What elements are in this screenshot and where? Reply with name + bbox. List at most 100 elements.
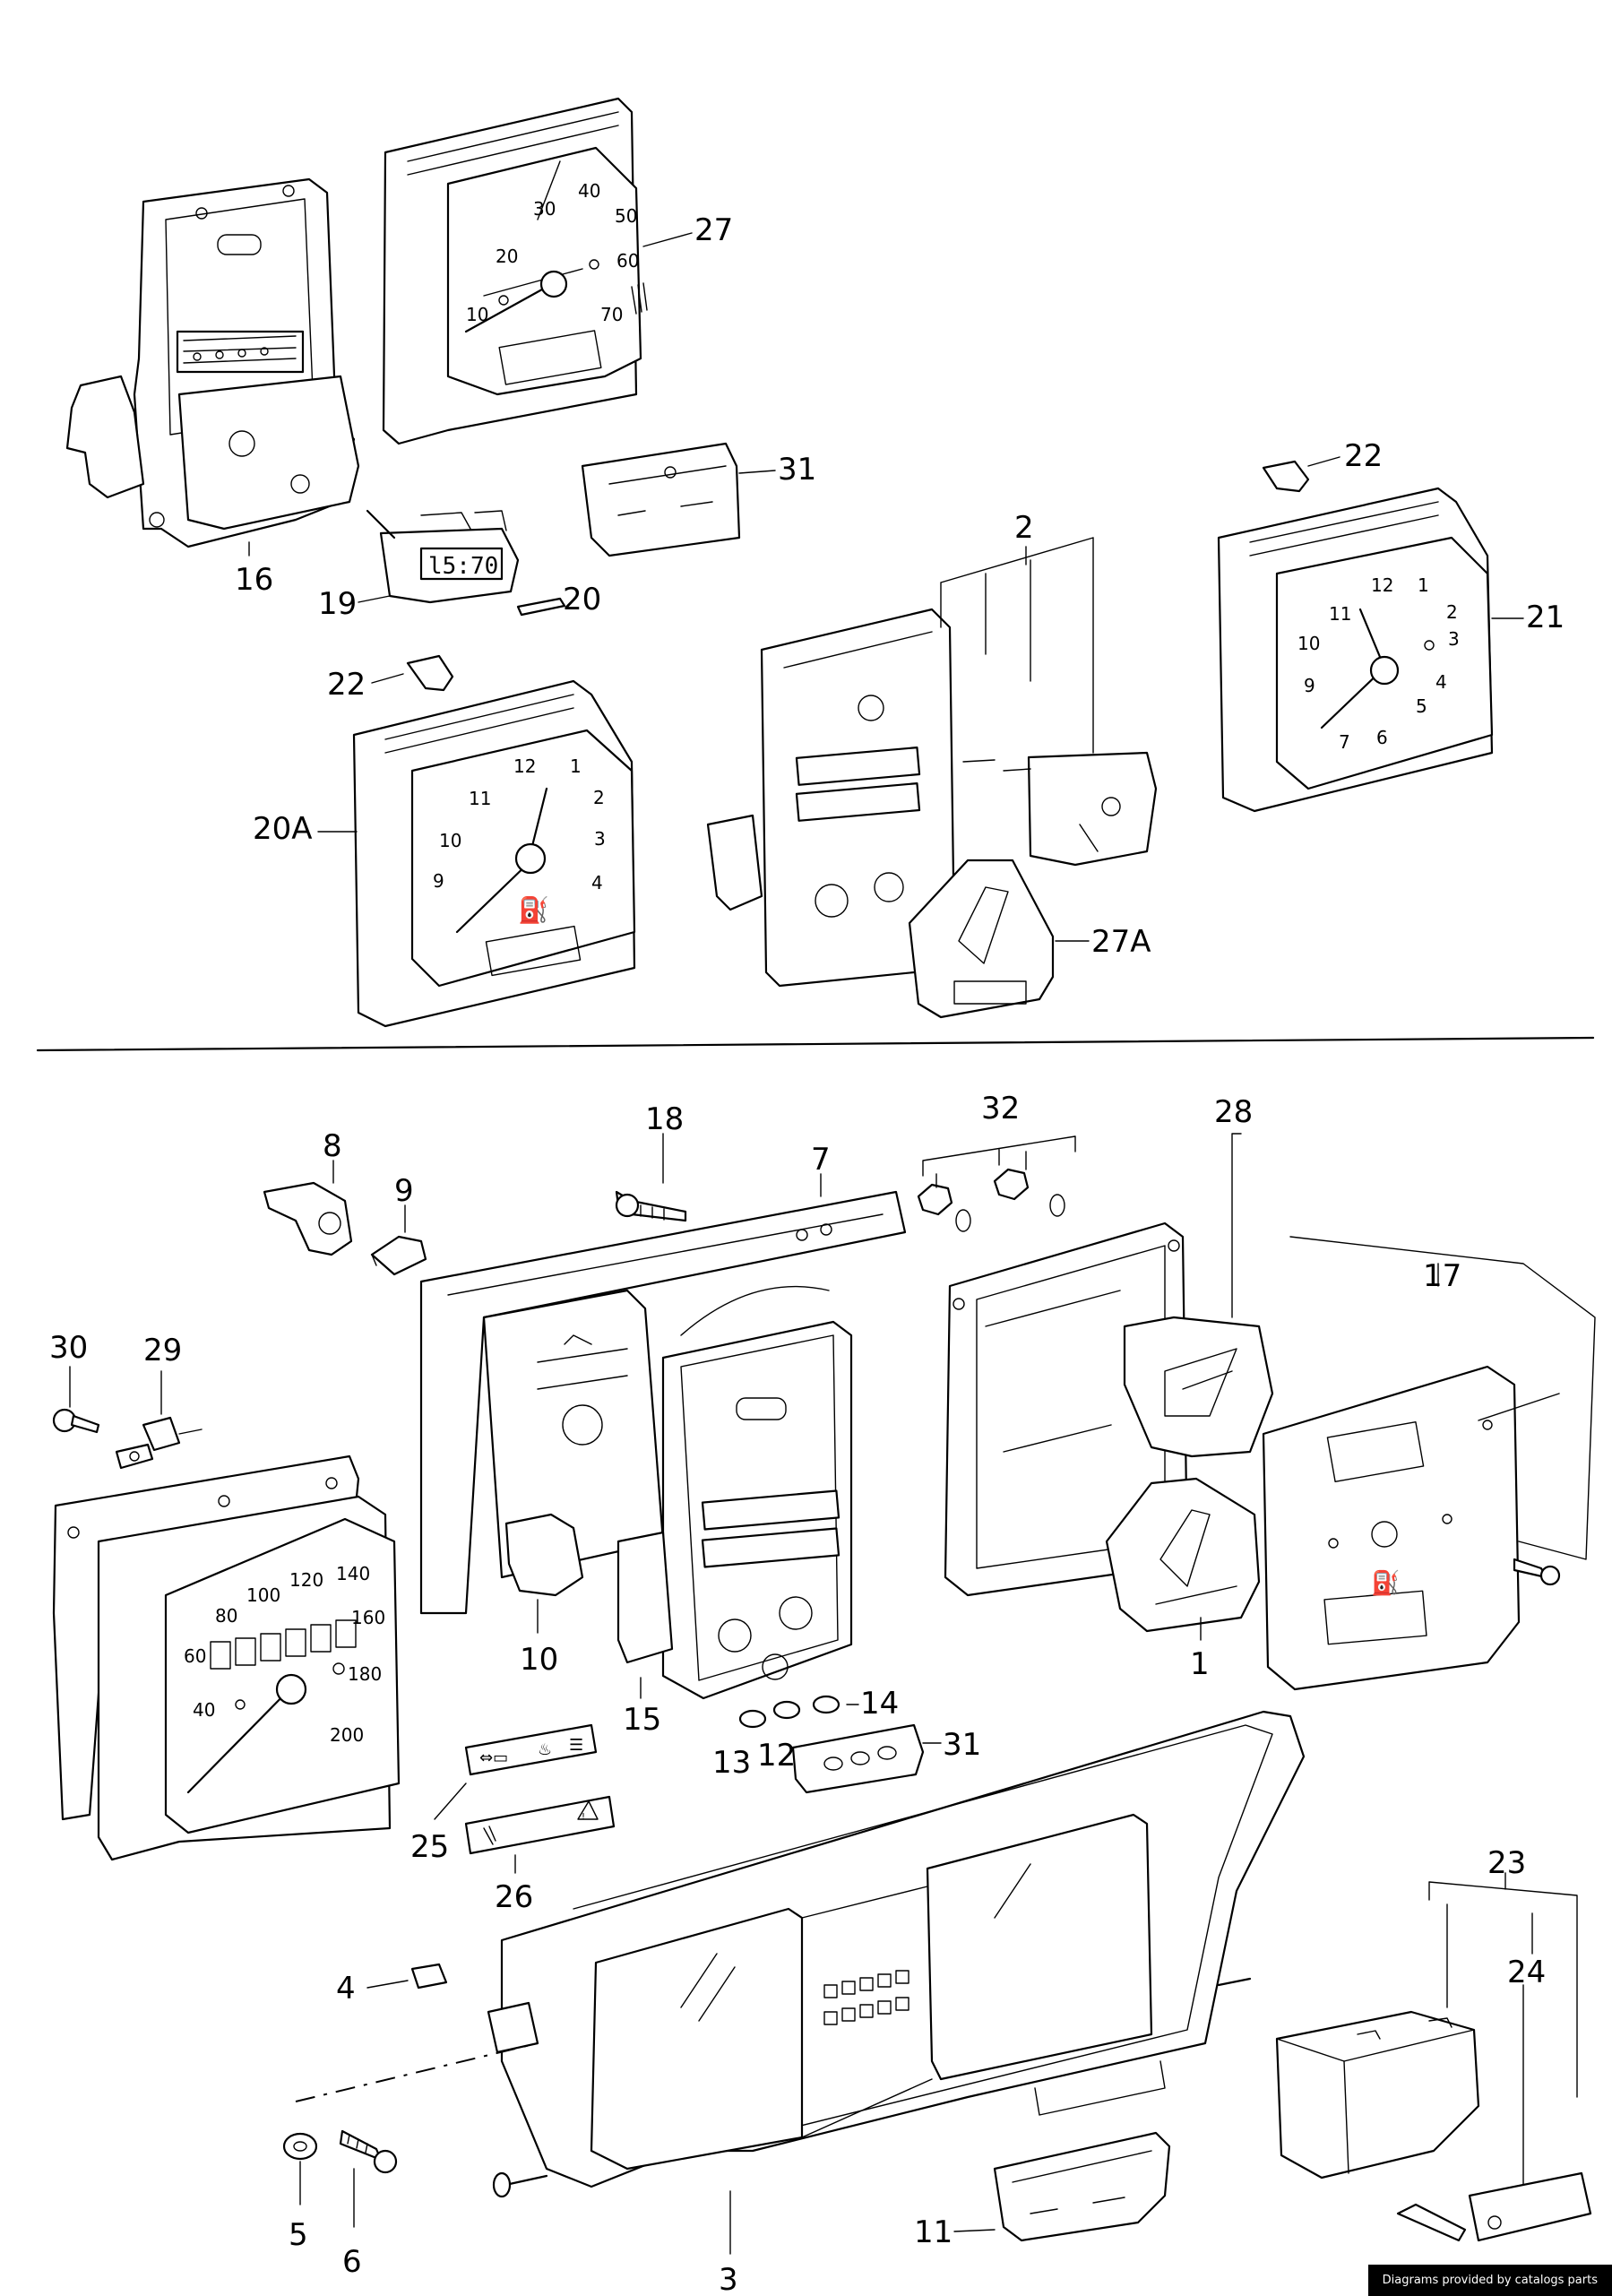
callout-2: 2: [1014, 510, 1034, 546]
callout-20a: 20A: [253, 811, 313, 847]
section-divider: [36, 1036, 1595, 1052]
callout-27a: 27A: [1091, 924, 1151, 960]
callout-31a: 31: [778, 452, 816, 488]
callout-6: 6: [342, 2244, 362, 2280]
part-3-cluster-housing[interactable]: [487, 1710, 1306, 2198]
instrument-housing-frame[interactable]: [944, 1221, 1189, 1597]
part-21-analog-clock[interactable]: [1217, 487, 1494, 813]
part-29-contact[interactable]: [115, 1416, 203, 1470]
part-23-tray[interactable]: [1275, 2010, 1480, 2179]
part-1-gauge[interactable]: [1105, 1477, 1261, 1633]
part-27a-gauge[interactable]: [908, 859, 1055, 1019]
clock20a-label-1: 1: [570, 755, 582, 777]
part-27-tachometer[interactable]: [382, 97, 648, 445]
callout-15: 15: [623, 1702, 661, 1738]
oil-can-icon: ♨: [538, 1740, 552, 1759]
part-4-clip[interactable]: [410, 1963, 448, 1990]
callout-13: 13: [712, 1745, 751, 1781]
part-20a-analog-clock[interactable]: ⛽: [352, 679, 636, 1028]
part-13-bulb[interactable]: [738, 1709, 767, 1729]
callout-24: 24: [1507, 1955, 1546, 1990]
part-25-symbol-strip[interactable]: ⇔▭ ♨ ☰: [464, 1723, 598, 1776]
part-22-clip-left[interactable]: [406, 654, 454, 692]
speedometer[interactable]: [52, 1454, 401, 1861]
part-17-cover-plate[interactable]: ⛽: [1262, 1365, 1521, 1691]
part-22-clip-right[interactable]: [1262, 460, 1310, 493]
callout-31b: 31: [943, 1727, 981, 1763]
part-32-nuts-washers[interactable]: [917, 1168, 1065, 1232]
part-24-release-tab[interactable]: [1396, 2203, 1467, 2242]
warning-light-row: [823, 1970, 909, 2025]
clock21-label-12: 12: [1371, 574, 1393, 596]
part-19-digital-clock[interactable]: l5:70: [366, 509, 520, 604]
part-12-bulb[interactable]: [772, 1700, 801, 1720]
speedo-label-140: 140: [336, 1563, 370, 1584]
part-10-connector[interactable]: [504, 1513, 584, 1597]
footer-credit: Diagrams provided by catalogs parts: [1367, 2265, 1612, 2296]
callout-23: 23: [1487, 1845, 1526, 1881]
clock21-label-5: 5: [1416, 695, 1427, 717]
callout-3: 3: [719, 2262, 738, 2296]
callout-21: 21: [1526, 600, 1565, 635]
part-28-gauge[interactable]: [1123, 1316, 1274, 1458]
speedo-label-180: 180: [348, 1663, 382, 1685]
part-8-bulb-holder[interactable]: [263, 1181, 353, 1256]
callout-10: 10: [520, 1642, 558, 1678]
clock20a-label-2: 2: [593, 787, 605, 808]
tacho-label-10: 10: [466, 304, 488, 325]
clock21-label-7: 7: [1339, 731, 1350, 753]
callout-8: 8: [323, 1128, 342, 1164]
part-20-pin[interactable]: [516, 597, 566, 617]
clock20a-label-9: 9: [433, 870, 444, 892]
tacho-label-60: 60: [616, 250, 639, 272]
part-15-board[interactable]: [616, 1320, 853, 1700]
part-31-bulb-strip[interactable]: [791, 1723, 925, 1794]
part-30-screw[interactable]: [52, 1408, 100, 1434]
callout-7: 7: [811, 1142, 831, 1178]
part-31-holder-top[interactable]: [581, 442, 741, 557]
part-5-washer[interactable]: [282, 2132, 318, 2161]
part-7-circuit-carrier[interactable]: [419, 1190, 907, 1615]
clock21-label-6: 6: [1376, 727, 1388, 748]
part-14-bulb[interactable]: [812, 1695, 840, 1714]
clock21-label-2: 2: [1446, 601, 1458, 623]
tacho-label-20: 20: [496, 246, 518, 267]
clock-display-icon: l5:70: [428, 553, 498, 580]
part-26-hazard-strip[interactable]: !: [464, 1795, 616, 1855]
callout-17: 17: [1423, 1258, 1461, 1294]
odometer-window: [210, 1619, 357, 1670]
clock21-label-3: 3: [1448, 628, 1460, 650]
cover-screw[interactable]: [1513, 1558, 1561, 1586]
clock20a-label-12: 12: [513, 755, 536, 777]
headlight-icon: ☰: [569, 1736, 583, 1755]
fuel-pump-icon: ⛽: [518, 895, 549, 925]
hazard-triangle-icon: !: [582, 1812, 585, 1822]
tacho-label-50: 50: [615, 205, 637, 227]
callout-1: 1: [1190, 1646, 1210, 1682]
speedo-label-80: 80: [215, 1605, 237, 1627]
assembly-axis-line: [295, 2042, 539, 2102]
speedo-label-60: 60: [184, 1645, 206, 1667]
clock21-label-4: 4: [1435, 671, 1447, 693]
tacho-label-30: 30: [533, 198, 556, 220]
part-24-panel[interactable]: [1468, 2171, 1592, 2242]
part-18-screw[interactable]: [615, 1190, 687, 1222]
clock20a-label-3: 3: [594, 828, 606, 850]
clock20a-label-11: 11: [469, 788, 491, 809]
callout-22-right: 22: [1344, 438, 1383, 474]
fuel-pump-icon: ⛽: [1371, 1569, 1400, 1597]
callout-18: 18: [645, 1101, 684, 1137]
clock21-label-1: 1: [1418, 574, 1429, 596]
callout-26: 26: [495, 1879, 533, 1915]
callout-29: 29: [143, 1333, 182, 1368]
part-9-bulb[interactable]: [370, 1235, 427, 1276]
part-2-gauge-assembly[interactable]: [706, 608, 1158, 988]
callout-11: 11: [914, 2214, 953, 2250]
callout-20: 20: [563, 582, 601, 617]
part-6-screw[interactable]: [339, 2129, 398, 2174]
speedo-label-100: 100: [246, 1584, 280, 1606]
part-16-circuit-plate[interactable]: [65, 177, 360, 548]
clock21-label-10: 10: [1297, 633, 1320, 654]
part-11-bracket[interactable]: [993, 2131, 1171, 2242]
